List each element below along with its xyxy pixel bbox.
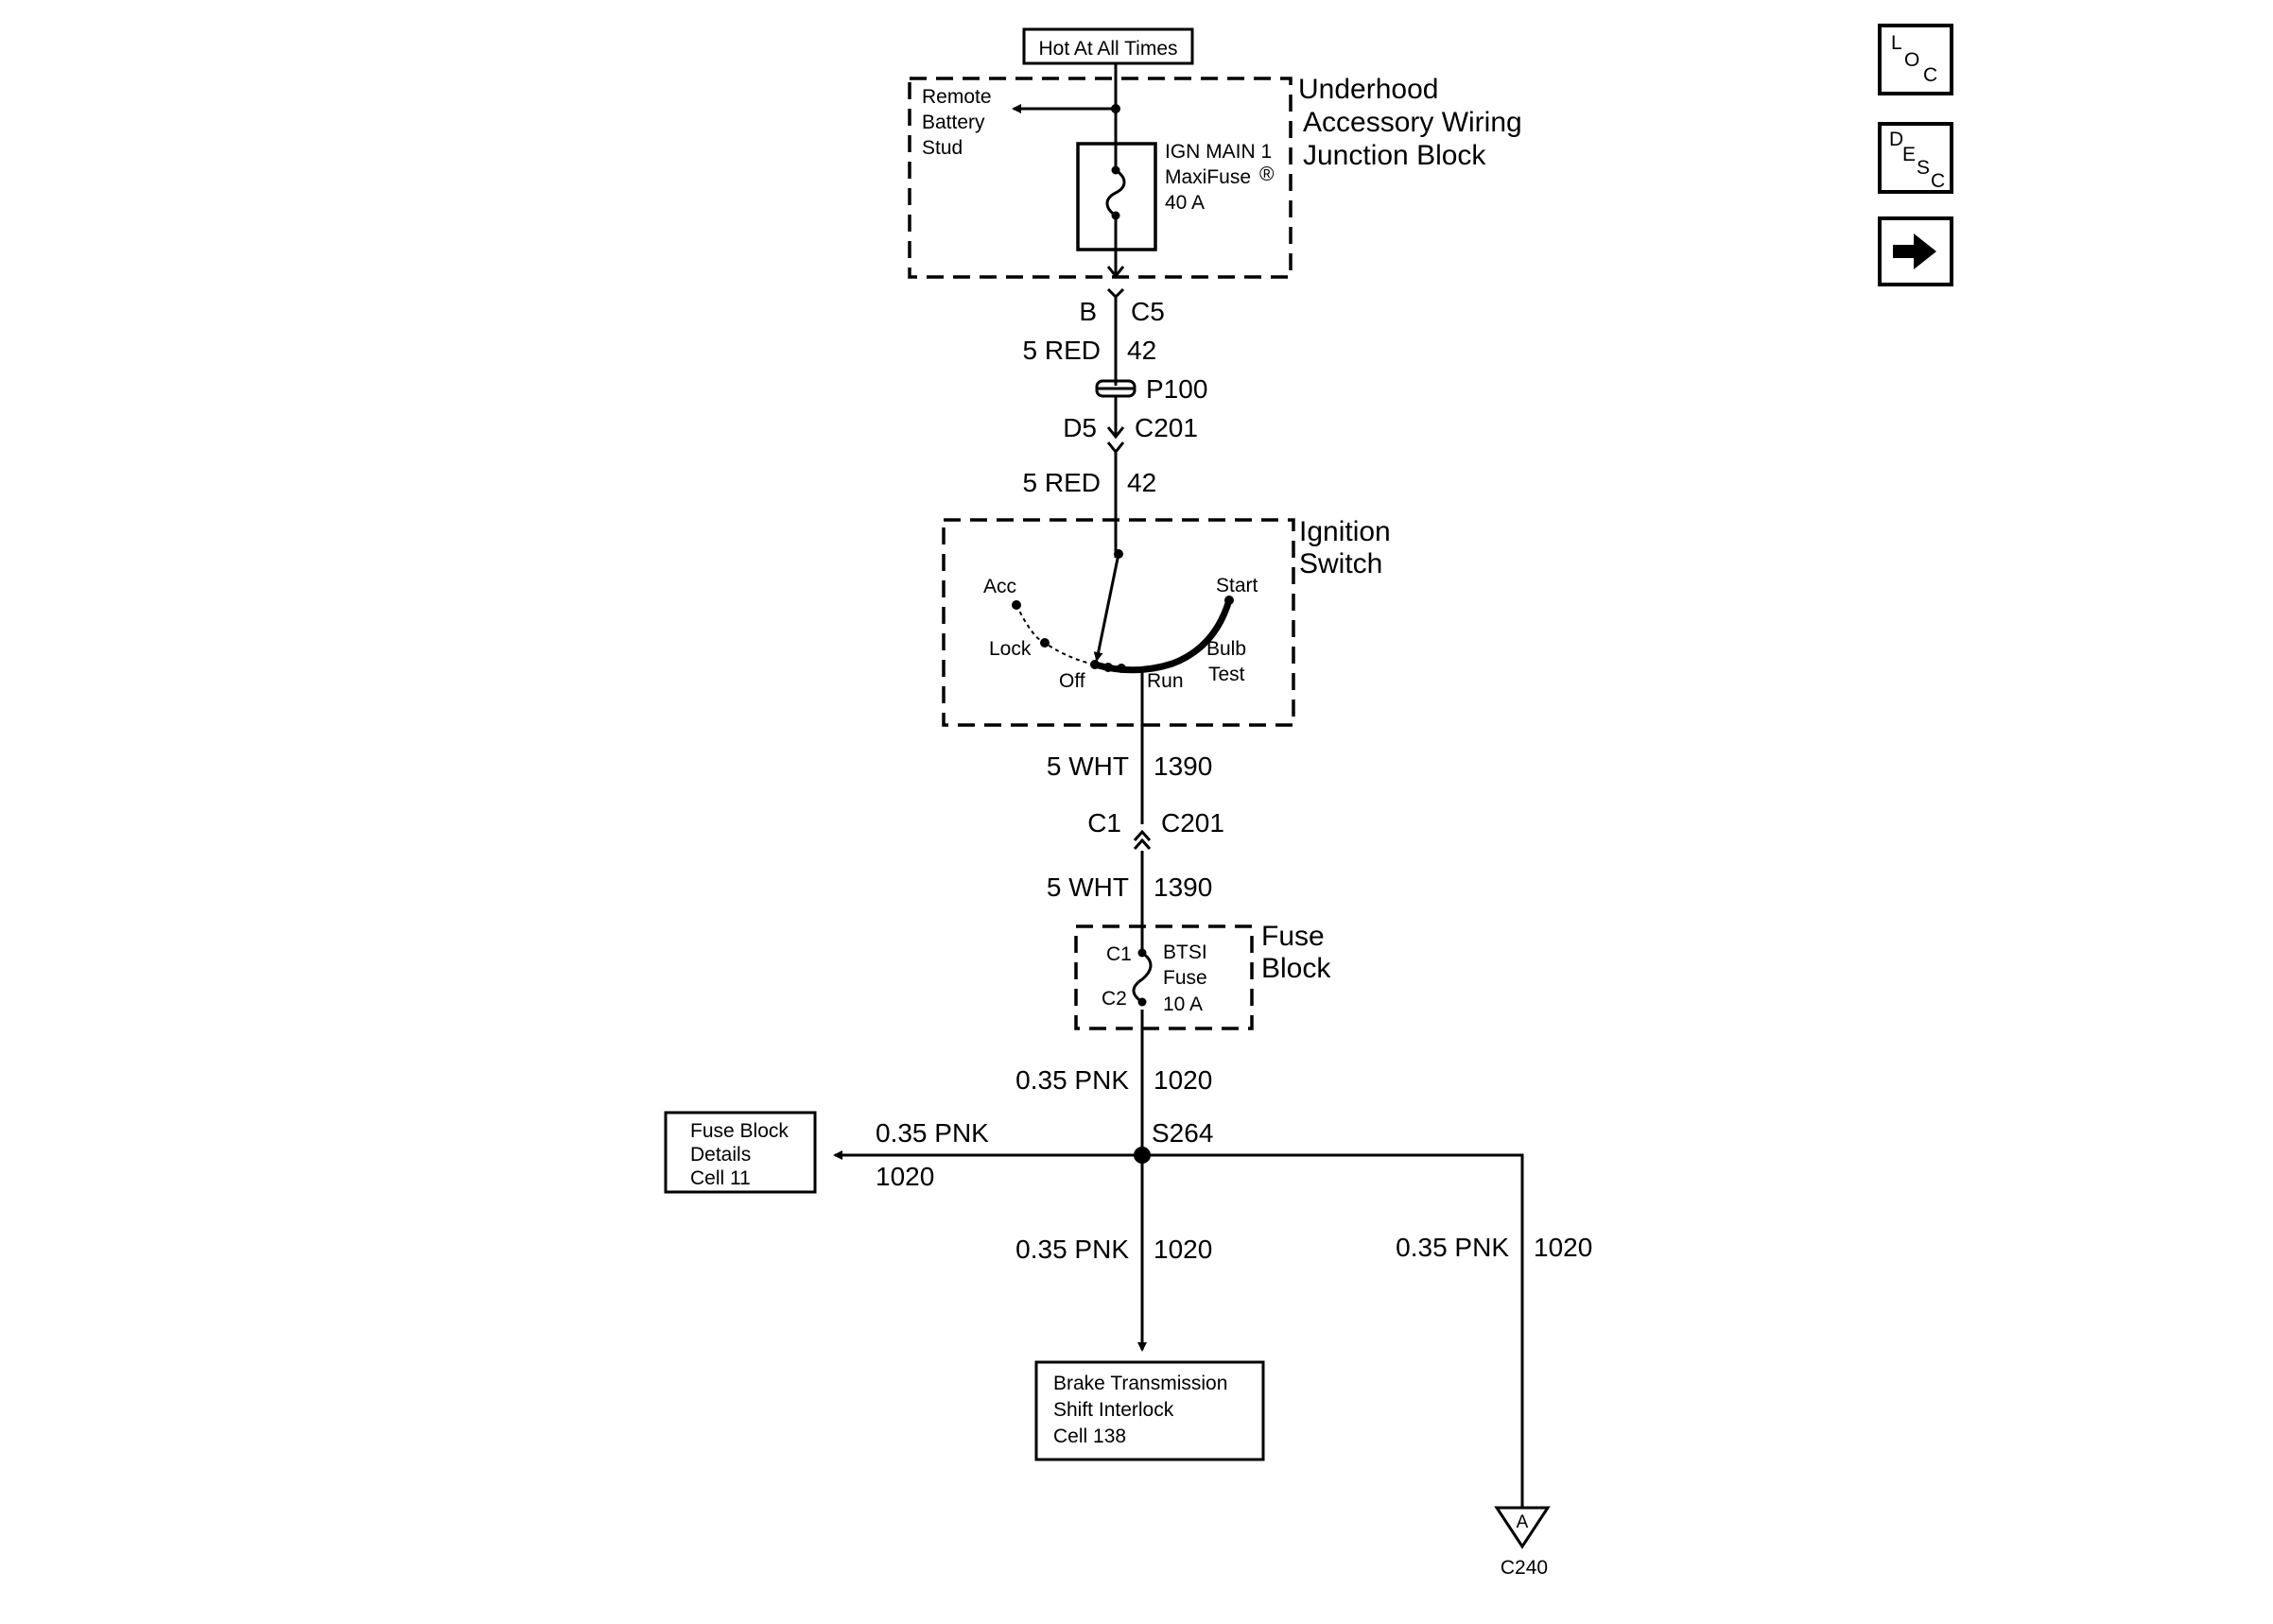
run-label: Run: [1147, 670, 1184, 692]
svg-text:Junction Block: Junction Block: [1303, 140, 1486, 171]
svg-text:Fuse: Fuse: [1163, 967, 1207, 989]
off-label: Off: [1059, 670, 1085, 692]
svg-text:Hot At All Times: Hot At All Times: [1038, 38, 1177, 60]
c5-pin: B: [1079, 297, 1097, 326]
svg-text:10 A: 10 A: [1163, 993, 1203, 1015]
start-label: Start: [1216, 575, 1258, 596]
svg-text:C: C: [1931, 170, 1945, 192]
fuse-pin-c1: C1: [1106, 943, 1132, 965]
c201-pin-c1: C1: [1087, 808, 1121, 838]
wire-circuit: 1390: [1154, 872, 1212, 902]
wire-gauge: 0.35 PNK: [1396, 1233, 1509, 1262]
wire-circuit: 1020: [876, 1162, 934, 1191]
svg-text:Remote: Remote: [922, 86, 992, 108]
desc-button[interactable]: D E S C: [1878, 122, 1953, 194]
connector-c201-top: [1106, 426, 1125, 558]
loc-button[interactable]: L O C: [1878, 24, 1953, 95]
maxifuse-40a: [1076, 142, 1157, 251]
svg-text:Ignition: Ignition: [1299, 516, 1391, 547]
c201-pin-d5: D5: [1063, 413, 1097, 442]
remote-battery-stud-label: Remote Battery Stud: [922, 86, 992, 159]
svg-text:Stud: Stud: [922, 137, 963, 159]
svg-text:E: E: [1902, 144, 1916, 165]
maxifuse-label: IGN MAIN 1 MaxiFuse ® 40 A: [1165, 141, 1275, 214]
power-source-label: Hot At All Times: [1022, 27, 1194, 65]
wire-gauge: 5 RED: [1023, 336, 1101, 365]
lock-label: Lock: [989, 638, 1032, 660]
wire-circuit: 42: [1127, 468, 1156, 497]
svg-text:BTSI: BTSI: [1163, 942, 1207, 963]
ref-fuse-block-details[interactable]: Fuse Block Details Cell 11: [664, 1111, 817, 1194]
ignition-switch-outline: [942, 518, 1295, 727]
wire-gauge: 0.35 PNK: [876, 1118, 989, 1148]
svg-text:Switch: Switch: [1299, 548, 1382, 579]
wire-circuit: 42: [1127, 336, 1156, 365]
fuse-block-title: Fuse Block: [1261, 921, 1331, 984]
svg-text:Fuse Block: Fuse Block: [690, 1120, 789, 1142]
ignition-switch-title: Ignition Switch: [1299, 516, 1391, 579]
svg-text:Fuse: Fuse: [1261, 921, 1325, 952]
wire-gauge: 5 WHT: [1047, 752, 1129, 781]
connector-c201-bottom: [1131, 824, 1154, 851]
svg-text:S: S: [1917, 157, 1930, 179]
wire-circuit: 1020: [1154, 1065, 1212, 1095]
p100-label: P100: [1146, 374, 1207, 404]
junction-block-title: Underhood Accessory Wiring Junction Bloc…: [1298, 74, 1522, 171]
switch-wiper: [1093, 553, 1120, 662]
fuse-pin-c2: C2: [1102, 988, 1127, 1010]
svg-text:40 A: 40 A: [1165, 192, 1205, 214]
svg-text:L: L: [1891, 32, 1902, 54]
svg-text:Shift Interlock: Shift Interlock: [1053, 1399, 1174, 1421]
svg-text:Cell 138: Cell 138: [1053, 1425, 1126, 1447]
wire-gauge: 5 WHT: [1047, 872, 1129, 902]
c201-name: C201: [1161, 808, 1224, 838]
wire-gauge: 0.35 PNK: [1015, 1235, 1129, 1264]
wire-circuit: 1020: [1154, 1235, 1212, 1264]
svg-text:Block: Block: [1261, 953, 1331, 984]
registered-mark: ®: [1259, 164, 1275, 185]
wire-gauge: 0.35 PNK: [1015, 1065, 1129, 1095]
acc-label: Acc: [983, 576, 1016, 597]
btsi-fuse-label: BTSI Fuse 10 A: [1163, 942, 1207, 1015]
ref-brake-transmission-shift-interlock[interactable]: Brake Transmission Shift Interlock Cell …: [1034, 1360, 1265, 1461]
svg-text:Test: Test: [1208, 664, 1245, 685]
wire-circuit: 1390: [1154, 752, 1212, 781]
wire-gauge: 5 RED: [1023, 468, 1101, 497]
splice-label: S264: [1152, 1118, 1213, 1148]
fuse-block-outline: [1074, 924, 1254, 1030]
c5-name: C5: [1131, 297, 1165, 326]
svg-text:Underhood: Underhood: [1298, 74, 1438, 105]
wire-circuit: 1020: [1534, 1233, 1592, 1262]
ground-label: C240: [1501, 1557, 1548, 1579]
svg-text:Brake Transmission: Brake Transmission: [1053, 1373, 1227, 1394]
svg-text:C: C: [1923, 64, 1937, 86]
svg-text:MaxiFuse: MaxiFuse: [1165, 166, 1251, 188]
svg-text:Details: Details: [690, 1144, 751, 1166]
btsi-fuse: [1132, 948, 1153, 1010]
svg-text:A: A: [1517, 1512, 1529, 1532]
svg-text:Battery: Battery: [922, 112, 985, 133]
lock-contact: [1040, 638, 1050, 648]
svg-text:Cell 11: Cell 11: [690, 1167, 751, 1189]
junction-block-outline: [908, 77, 1293, 279]
bulb-test-label: Bulb: [1206, 638, 1246, 660]
svg-text:O: O: [1904, 49, 1919, 71]
wire-to-ground: [1142, 1153, 1524, 1508]
svg-text:IGN MAIN 1: IGN MAIN 1: [1165, 141, 1272, 163]
connector-c5: [1106, 266, 1125, 386]
ground-c240-icon: A: [1494, 1506, 1551, 1549]
svg-text:Accessory Wiring: Accessory Wiring: [1303, 107, 1522, 138]
c201-name: C201: [1135, 413, 1198, 442]
svg-text:D: D: [1889, 129, 1903, 150]
acc-contact: [1012, 600, 1021, 610]
p100-grommet: [1095, 379, 1136, 435]
right-arrow-icon: [1893, 233, 1936, 269]
next-button[interactable]: [1878, 216, 1953, 286]
